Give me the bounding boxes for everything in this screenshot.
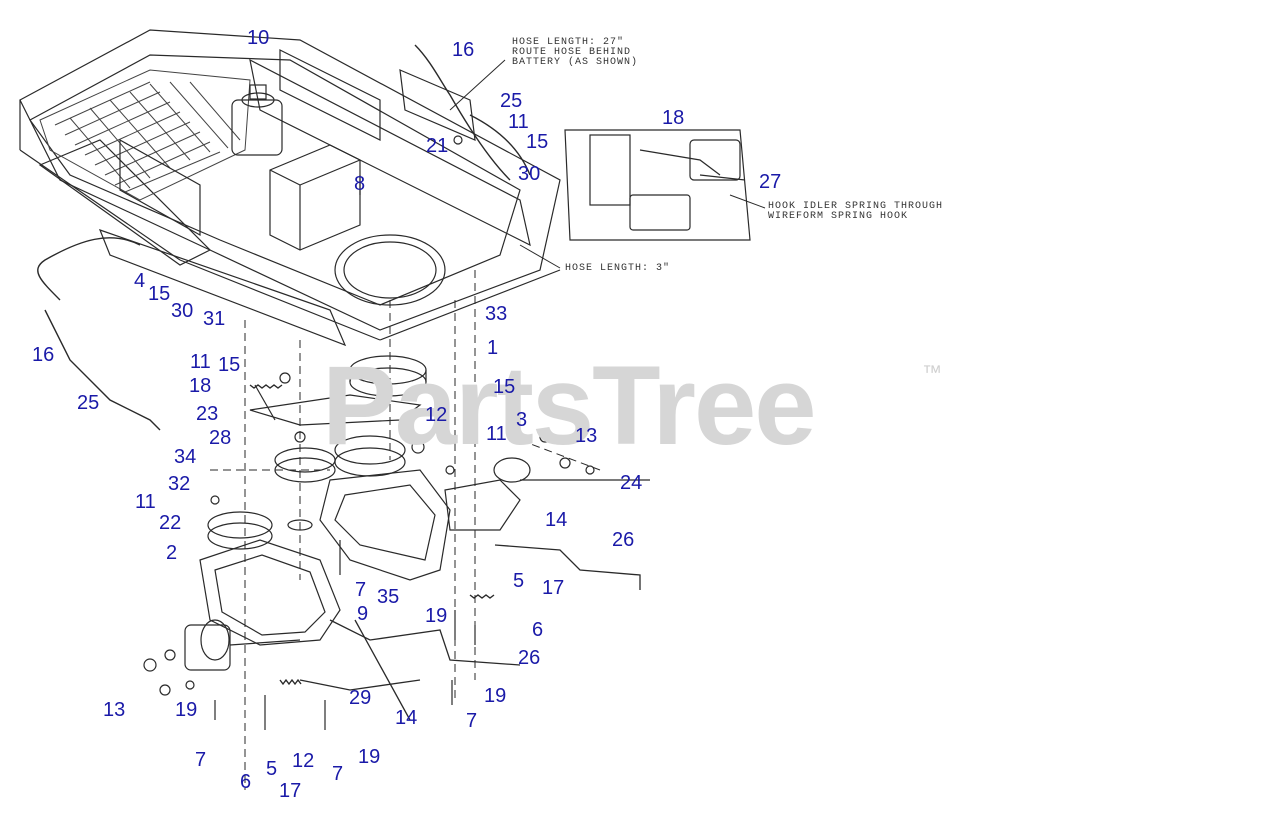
callout-label[interactable]: 15: [493, 376, 516, 398]
callout-label[interactable]: 11: [190, 351, 211, 373]
callout-label[interactable]: 22: [159, 512, 182, 534]
callout-label[interactable]: 7: [466, 710, 478, 732]
callout-label[interactable]: 11: [486, 423, 507, 445]
callout-label[interactable]: 6: [240, 771, 252, 793]
hardware: [143, 135, 595, 730]
springs: [249, 384, 495, 686]
transaxle-left: [184, 539, 341, 671]
callout-label[interactable]: 29: [349, 687, 372, 709]
callout-label[interactable]: 13: [575, 425, 598, 447]
callout-label[interactable]: 10: [247, 27, 270, 49]
note-hose-behind-battery: HOSE LENGTH: 27" ROUTE HOSE BEHIND BATTE…: [512, 37, 639, 68]
callout-label[interactable]: 30: [518, 163, 541, 185]
callout-label[interactable]: 5: [513, 570, 525, 592]
callout-label[interactable]: 26: [518, 647, 541, 669]
callout-label[interactable]: 7: [355, 579, 367, 601]
hoses: [37, 44, 531, 431]
callout-label[interactable]: 30: [171, 300, 194, 322]
note-hook-idler-spring: HOOK IDLER SPRING THROUGH WIREFORM SPRIN…: [768, 201, 944, 222]
callout-label[interactable]: 18: [189, 375, 212, 397]
callout-label[interactable]: 4: [134, 270, 146, 292]
callout-label[interactable]: 9: [357, 603, 369, 625]
callout-label[interactable]: 12: [425, 404, 448, 426]
callout-label[interactable]: 31: [203, 308, 226, 330]
callout-label[interactable]: 19: [425, 605, 448, 627]
reservoir: [231, 84, 283, 156]
watermark-trademark: ™: [922, 362, 942, 384]
battery: [269, 144, 361, 251]
callout-label[interactable]: 19: [175, 699, 198, 721]
callout-label[interactable]: 14: [545, 509, 568, 531]
callout-label[interactable]: 11: [508, 111, 529, 133]
callout-label[interactable]: 24: [620, 472, 643, 494]
callout-label[interactable]: 12: [292, 750, 315, 772]
callout-label[interactable]: 32: [168, 473, 191, 495]
callout-label[interactable]: 21: [426, 135, 449, 157]
callout-label[interactable]: 17: [542, 577, 565, 599]
callout-label[interactable]: 23: [196, 403, 219, 425]
callout-label[interactable]: 25: [500, 90, 523, 112]
callout-label[interactable]: 28: [209, 427, 232, 449]
callout-label[interactable]: 16: [452, 39, 475, 61]
callout-label[interactable]: 13: [103, 699, 126, 721]
idler-arm: [249, 384, 422, 426]
note-leaders: [449, 59, 766, 269]
callout-label[interactable]: 5: [266, 758, 278, 780]
callout-label[interactable]: 7: [195, 749, 207, 771]
callout-label[interactable]: 1: [487, 337, 499, 359]
callout-label[interactable]: 14: [395, 707, 418, 729]
pulleys: [207, 355, 427, 550]
assembly-centerlines: [210, 270, 601, 790]
callout-label[interactable]: 25: [77, 392, 100, 414]
inset-detail: [564, 129, 751, 241]
grate-perforations: [39, 69, 251, 201]
callout-label[interactable]: 11: [135, 491, 156, 513]
callout-label[interactable]: 35: [377, 586, 400, 608]
callout-label[interactable]: 15: [526, 131, 549, 153]
callout-label[interactable]: 18: [662, 107, 685, 129]
callout-label[interactable]: 8: [354, 173, 366, 195]
callout-label[interactable]: 34: [174, 446, 197, 468]
callout-label[interactable]: 15: [218, 354, 241, 376]
chassis-deck-plate: [19, 29, 561, 341]
note-hose-length-3: HOSE LENGTH: 3": [565, 263, 671, 274]
callout-label[interactable]: 6: [532, 619, 544, 641]
callout-label[interactable]: 16: [32, 344, 55, 366]
callout-label[interactable]: 3: [516, 409, 528, 431]
callout-label[interactable]: 7: [332, 763, 344, 785]
watermark-brand: PartsTree: [322, 343, 817, 468]
callout-label[interactable]: 33: [485, 303, 508, 325]
callout-label[interactable]: 26: [612, 529, 635, 551]
callout-label[interactable]: 19: [358, 746, 381, 768]
callout-label[interactable]: 15: [148, 283, 171, 305]
seat-opening: [334, 234, 446, 306]
control-rods: [299, 544, 641, 721]
callout-label[interactable]: 17: [279, 780, 302, 802]
callout-label[interactable]: 2: [166, 542, 178, 564]
callout-label[interactable]: 19: [484, 685, 507, 707]
transaxle-right: [319, 457, 650, 581]
callout-label[interactable]: 27: [759, 171, 782, 193]
